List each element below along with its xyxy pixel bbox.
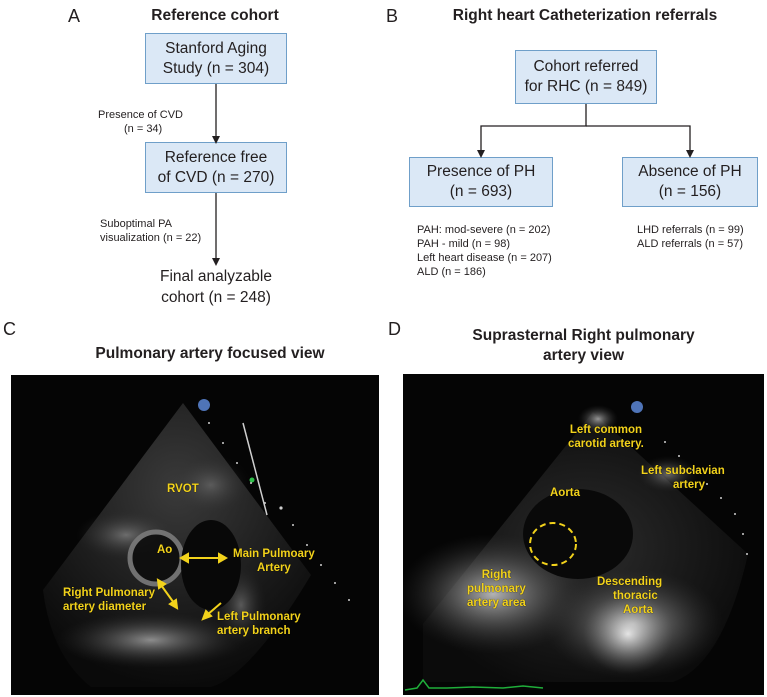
panel-a-title: Reference cohort xyxy=(151,7,279,24)
panel-b-title: Right heart Catheterization referrals xyxy=(452,7,718,24)
ecg-trace xyxy=(404,678,544,691)
box-line: Presence of PH xyxy=(426,163,536,180)
rvot-label: RVOT xyxy=(167,483,199,495)
label-line: thoracic xyxy=(613,590,658,602)
pa-exclusion-label: Suboptimal PA visualization (n = 22) xyxy=(100,217,201,245)
arrow-b-right xyxy=(586,125,694,158)
no-ph-subgroup-list: LHD referrals (n = 99) ALD referrals (n … xyxy=(637,223,744,251)
list-item: ALD (n = 186) xyxy=(417,266,486,278)
cvd-exclusion-label: Presence of CVD (n = 34) xyxy=(98,108,183,136)
arrow-b-split xyxy=(477,104,587,158)
excl-line: Suboptimal PA xyxy=(100,218,172,230)
final-line: cohort (n = 248) xyxy=(161,289,271,306)
list-item: Left heart disease (n = 207) xyxy=(417,252,552,264)
orientation-marker-icon xyxy=(198,399,210,411)
title-line: Suprasternal Right pulmonary xyxy=(472,327,695,344)
label-line: Artery xyxy=(256,562,291,574)
list-item: LHD referrals (n = 99) xyxy=(637,224,744,236)
panel-c-letter: C xyxy=(3,319,16,339)
pa-echo-image: RVOT Ao Main Pulmoary Artery Right Pulmo… xyxy=(11,375,379,695)
label-line: Descending xyxy=(597,576,663,588)
descending-aorta-label: Descending thoracic Aorta xyxy=(597,575,662,617)
list-item: PAH - mild (n = 98) xyxy=(417,238,511,250)
excl-line: (n = 34) xyxy=(124,123,163,135)
box-line: of CVD (n = 270) xyxy=(157,168,275,186)
echo-sector xyxy=(43,399,350,687)
suprasternal-echo-image: Left common carotid artery. Left subclav… xyxy=(403,374,764,695)
final-cohort-label: Final analyzable cohort (n = 248) xyxy=(145,266,287,308)
panel-c-title: Pulmonary artery focused view xyxy=(95,345,325,362)
ph-subgroup-list: PAH: mod-severe (n = 202) PAH - mild (n … xyxy=(417,223,552,279)
label-line: pulmonary xyxy=(467,583,526,595)
box-line: Reference free xyxy=(164,148,268,166)
label-line: artery area xyxy=(467,597,526,609)
presence-ph-box: Presence of PH (n = 693) xyxy=(409,157,553,207)
flow-arrows xyxy=(212,84,694,266)
right-pa-label: Right Pulmonary artery diameter xyxy=(63,586,155,614)
label-line: artery diameter xyxy=(63,601,147,613)
label-line: Main Pulmoary xyxy=(233,548,315,560)
label-line: Right xyxy=(481,569,512,581)
lsa-label: Left subclavian artery xyxy=(641,464,725,492)
box-line: for RHC (n = 849) xyxy=(524,78,648,95)
label-line: Left common xyxy=(569,424,643,436)
box-line: (n = 156) xyxy=(658,183,722,200)
panel-b-letter: B xyxy=(386,6,399,26)
title-line: artery view xyxy=(543,347,624,364)
label-line: carotid artery. xyxy=(568,438,644,450)
excl-line: Presence of CVD xyxy=(98,109,183,121)
left-pa-label: Left Pulmonary artery branch xyxy=(217,610,301,638)
label-line: Right Pulmonary xyxy=(63,587,156,599)
label-line: Aorta xyxy=(623,604,654,616)
stanford-aging-box: Stanford Aging Study (n = 304) xyxy=(145,33,287,84)
main-pa-label: Main Pulmoary Artery xyxy=(233,547,315,575)
list-item: PAH: mod-severe (n = 202) xyxy=(417,224,551,236)
orientation-marker-icon xyxy=(631,401,643,413)
label-line: artery xyxy=(673,479,705,491)
label-line: artery branch xyxy=(217,625,291,637)
excl-line: visualization (n = 22) xyxy=(100,232,202,244)
lcca-label: Left common carotid artery. xyxy=(568,423,644,451)
box-line: Absence of PH xyxy=(638,163,742,180)
panel-d-title: Suprasternal Right pulmonary artery view xyxy=(400,326,767,366)
box-line: (n = 693) xyxy=(449,183,513,200)
final-line: Final analyzable xyxy=(159,268,272,285)
box-line: Stanford Aging xyxy=(165,39,267,57)
box-line: Cohort referred xyxy=(533,58,639,75)
echo-sector xyxy=(403,401,748,691)
aorta-label: Ao xyxy=(157,544,173,556)
label-line: Left Pulmonary xyxy=(217,611,301,623)
label-line: Left subclavian xyxy=(641,465,725,477)
aorta-label: Aorta xyxy=(550,487,581,499)
list-item: ALD referrals (n = 57) xyxy=(637,238,744,250)
rpa-area-label: Right pulmonary artery area xyxy=(467,568,526,610)
box-line: Study (n = 304) xyxy=(162,59,270,77)
panel-a-letter: A xyxy=(68,6,81,26)
rhc-cohort-box: Cohort referred for RHC (n = 849) xyxy=(515,50,657,104)
panel-d-letter: D xyxy=(388,319,401,339)
